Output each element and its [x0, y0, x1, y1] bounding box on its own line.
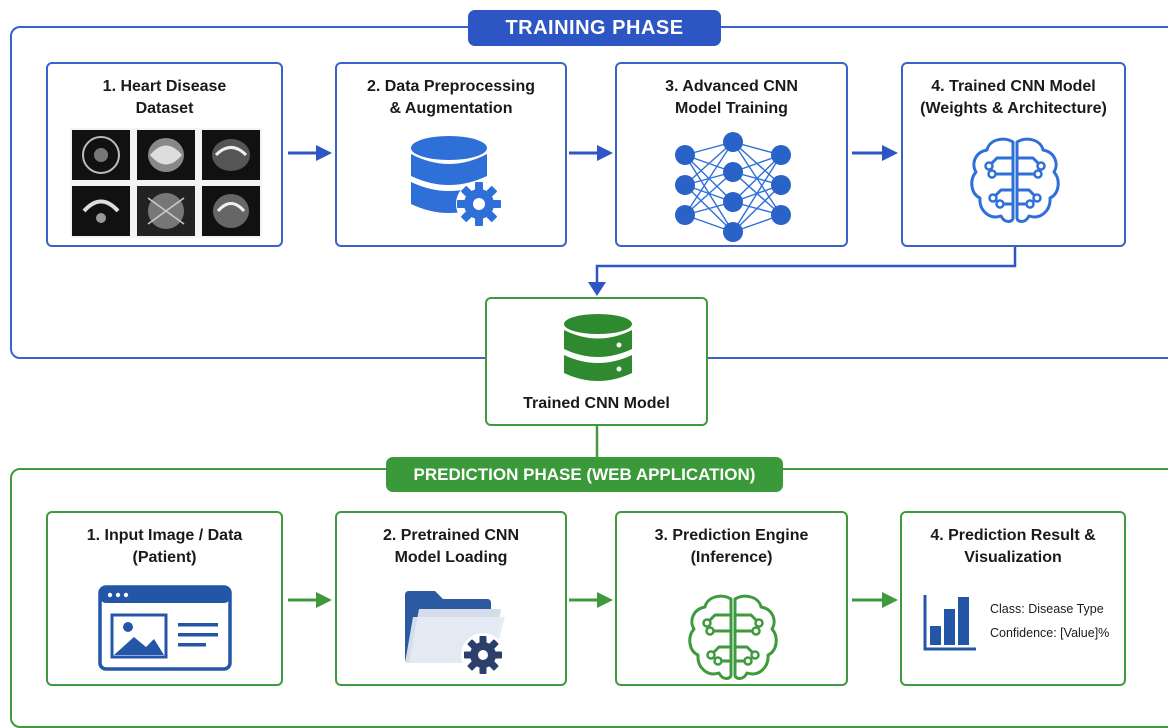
step-title: 4. Prediction Result & Visualization [930, 527, 1096, 566]
trained-model-box: Trained CNN Model [485, 297, 708, 426]
brain-circuit-icon [970, 137, 1060, 223]
brain-circuit-icon [688, 594, 778, 680]
folder-gear-icon [405, 591, 505, 677]
flow-arrow [288, 592, 332, 608]
prediction-step-result: 4. Prediction Result & Visualization Cla… [900, 511, 1126, 686]
training-step-trained-model: 4. Trained CNN Model (Weights & Architec… [901, 62, 1126, 247]
step-title: 3. Advanced CNN Model Training [665, 78, 798, 117]
step-title: 3. Prediction Engine (Inference) [654, 527, 809, 566]
database-icon [564, 314, 632, 381]
prediction-step-input: 1. Input Image / Data (Patient) [46, 511, 283, 686]
prediction-step-model-loading: 2. Pretrained CNN Model Loading [335, 511, 567, 686]
database-gear-icon [411, 136, 502, 227]
model-feed-arrowhead [588, 282, 606, 296]
trained-model-label: Trained CNN Model [523, 395, 670, 412]
result-class-text: Class: Disease Type [990, 602, 1104, 616]
training-step-cnn-training: 3. Advanced CNN Model Training [615, 62, 848, 247]
step-title: 1. Heart Disease Dataset [102, 78, 227, 117]
training-step-preprocessing: 2. Data Preprocessing & Augmentation [335, 62, 567, 247]
flow-arrow [288, 145, 332, 161]
neural-network-icon [675, 132, 791, 242]
step-title: 2. Pretrained CNN Model Loading [382, 527, 520, 566]
step-title: 2. Data Preprocessing & Augmentation [366, 78, 536, 117]
web-image-input-icon [98, 585, 232, 671]
model-feed-connector [595, 247, 1017, 288]
prediction-phase-banner: PREDICTION PHASE (WEB APPLICATION) [386, 457, 783, 492]
result-confidence-text: Confidence: [Value]% [990, 626, 1110, 640]
training-step-dataset: 1. Heart Disease Dataset [46, 62, 283, 247]
flow-arrow [852, 592, 898, 608]
step-title: 1. Input Image / Data (Patient) [86, 527, 243, 566]
prediction-step-engine: 3. Prediction Engine (Inference) [615, 511, 848, 686]
training-phase-banner: TRAINING PHASE [468, 10, 721, 46]
flow-arrow [569, 592, 613, 608]
flow-arrow [569, 145, 613, 161]
heart-scan-images-icon [70, 128, 262, 238]
bar-chart-icon [923, 595, 976, 651]
flow-arrow [852, 145, 898, 161]
step-title: 4. Trained CNN Model (Weights & Architec… [920, 78, 1107, 117]
